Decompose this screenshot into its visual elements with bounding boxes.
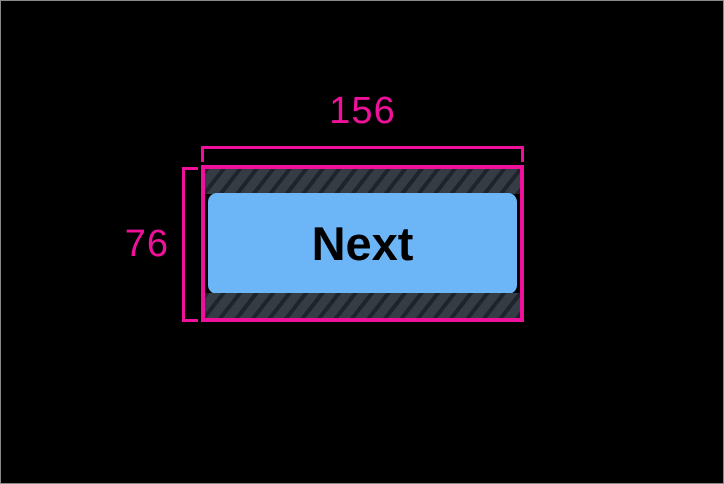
padding-band-top: [205, 169, 520, 194]
next-button-label: Next: [311, 217, 414, 270]
height-dimension-bracket: [182, 167, 198, 322]
next-button[interactable]: Next: [208, 193, 517, 294]
height-dimension-label: 76: [124, 223, 169, 265]
padding-band-bottom: [205, 293, 520, 318]
highlighted-element-box[interactable]: Next: [201, 165, 524, 322]
width-dimension-bracket: [201, 146, 524, 162]
width-dimension-label: 156: [329, 90, 396, 132]
